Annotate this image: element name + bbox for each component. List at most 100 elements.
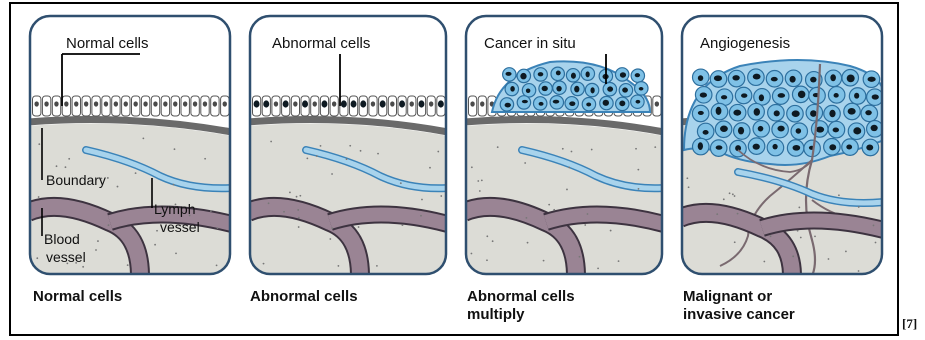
cancer-nucleus [871, 125, 878, 131]
cancer-nucleus [698, 75, 703, 81]
cell-nucleus [84, 101, 88, 106]
tissue-speckle [358, 226, 360, 228]
cancer-nucleus [848, 108, 856, 115]
cell-nucleus [399, 100, 405, 107]
tissue-speckle [329, 238, 331, 240]
tissue-speckle [338, 265, 340, 267]
tissue-speckle [526, 217, 528, 219]
panel-label-abnormal: Abnormal cells [272, 35, 370, 52]
cell-nucleus [213, 101, 217, 106]
tissue-speckle [798, 207, 800, 209]
cancer-nucleus [793, 145, 801, 151]
cell-nucleus [418, 100, 424, 107]
cancer-nucleus [853, 127, 861, 134]
cancer-nucleus [798, 91, 806, 98]
tissue-speckle [737, 213, 739, 215]
tissue-speckle [686, 177, 688, 179]
blood-label-line2: vessel [46, 249, 86, 265]
tissue-speckle [716, 213, 718, 215]
cancer-nucleus [796, 128, 802, 134]
tissue-speckle [299, 195, 301, 197]
tissue-speckle [127, 264, 129, 266]
cancer-nucleus [759, 94, 764, 101]
tissue-speckle [107, 177, 109, 179]
cancer-nucleus [738, 127, 744, 135]
cancer-nucleus [792, 110, 800, 117]
tissue-speckle [584, 224, 586, 226]
caption-in-situ-line2: multiply [467, 306, 575, 324]
tissue-speckle [331, 173, 333, 175]
panel-label-in-situ: Cancer in situ [484, 35, 576, 52]
tissue-speckle [360, 150, 362, 152]
cancer-nucleus [771, 77, 778, 81]
cell-nucleus [143, 101, 147, 106]
cancer-nucleus [829, 110, 835, 118]
tissue-speckle [117, 186, 119, 188]
cancer-nucleus [556, 86, 561, 92]
cancer-nucleus [846, 145, 852, 150]
cancer-nucleus [772, 144, 777, 149]
cancer-nucleus [741, 93, 747, 97]
tissue-speckle [492, 240, 494, 242]
cell-nucleus [153, 101, 157, 106]
cancer-nucleus [714, 75, 722, 81]
cancer-nucleus [733, 110, 741, 116]
tissue-speckle [597, 267, 599, 269]
tissue-speckle [217, 227, 219, 229]
cell-nucleus [94, 101, 98, 106]
cancer-nucleus [619, 100, 625, 106]
cell-nucleus [183, 101, 187, 106]
tissue-speckle [800, 237, 802, 239]
tissue-speckle [618, 260, 620, 262]
cancer-nucleus [522, 100, 528, 103]
cancer-nucleus [639, 87, 644, 91]
tissue-speckle [175, 252, 177, 254]
tissue-speckle [402, 224, 404, 226]
cell-nucleus [410, 101, 414, 106]
cancer-nucleus [721, 95, 727, 99]
lymph-label: Lymph [154, 201, 196, 217]
cell-nucleus [313, 101, 317, 106]
cancer-nucleus [620, 72, 626, 78]
tissue-speckle [729, 192, 731, 194]
cancer-nucleus [720, 126, 728, 132]
tissue-speckle [792, 255, 794, 257]
cell-nucleus [223, 101, 227, 106]
cancer-nucleus [866, 145, 873, 151]
cell-nucleus [470, 101, 474, 106]
cell-nucleus [64, 101, 68, 106]
tissue-speckle [420, 215, 422, 217]
tissue-speckle [479, 190, 481, 192]
tissue-speckle [797, 230, 799, 232]
tissue-speckle [571, 151, 573, 153]
tissue-speckle [524, 162, 526, 164]
cancer-nucleus [703, 130, 709, 135]
cell-nucleus [390, 101, 394, 106]
cancer-nucleus [830, 74, 836, 81]
panel-in-situ: Cancer in situ [464, 16, 664, 276]
cancer-nucleus [603, 100, 609, 106]
citation-marker: [7] [902, 316, 917, 332]
cell-nucleus [34, 101, 38, 106]
tissue-speckle [734, 195, 736, 197]
tissue-speckle [587, 213, 589, 215]
caption-normal-line1: Normal cells [33, 288, 122, 306]
cancer-nucleus [732, 75, 739, 80]
tissue-speckle [553, 209, 555, 211]
cancer-nucleus [810, 110, 817, 117]
cancer-nucleus [538, 72, 544, 76]
tissue-speckle [497, 146, 499, 148]
panel-label-normal: Normal cells [66, 35, 149, 52]
cancer-nucleus [622, 87, 628, 92]
tissue-speckle [548, 204, 550, 206]
panel-invasive: Angiogenesis [680, 16, 884, 276]
cell-nucleus [321, 100, 327, 107]
tissue-speckle [204, 158, 206, 160]
tissue-speckle [429, 167, 431, 169]
caption-abnormal-line1: Abnormal cells [250, 288, 358, 306]
tissue-speckle [486, 259, 488, 261]
tissue-speckle [400, 182, 402, 184]
cancer-nucleus [636, 100, 641, 104]
tissue-speckle [263, 263, 265, 265]
tissue-speckle [481, 179, 483, 181]
